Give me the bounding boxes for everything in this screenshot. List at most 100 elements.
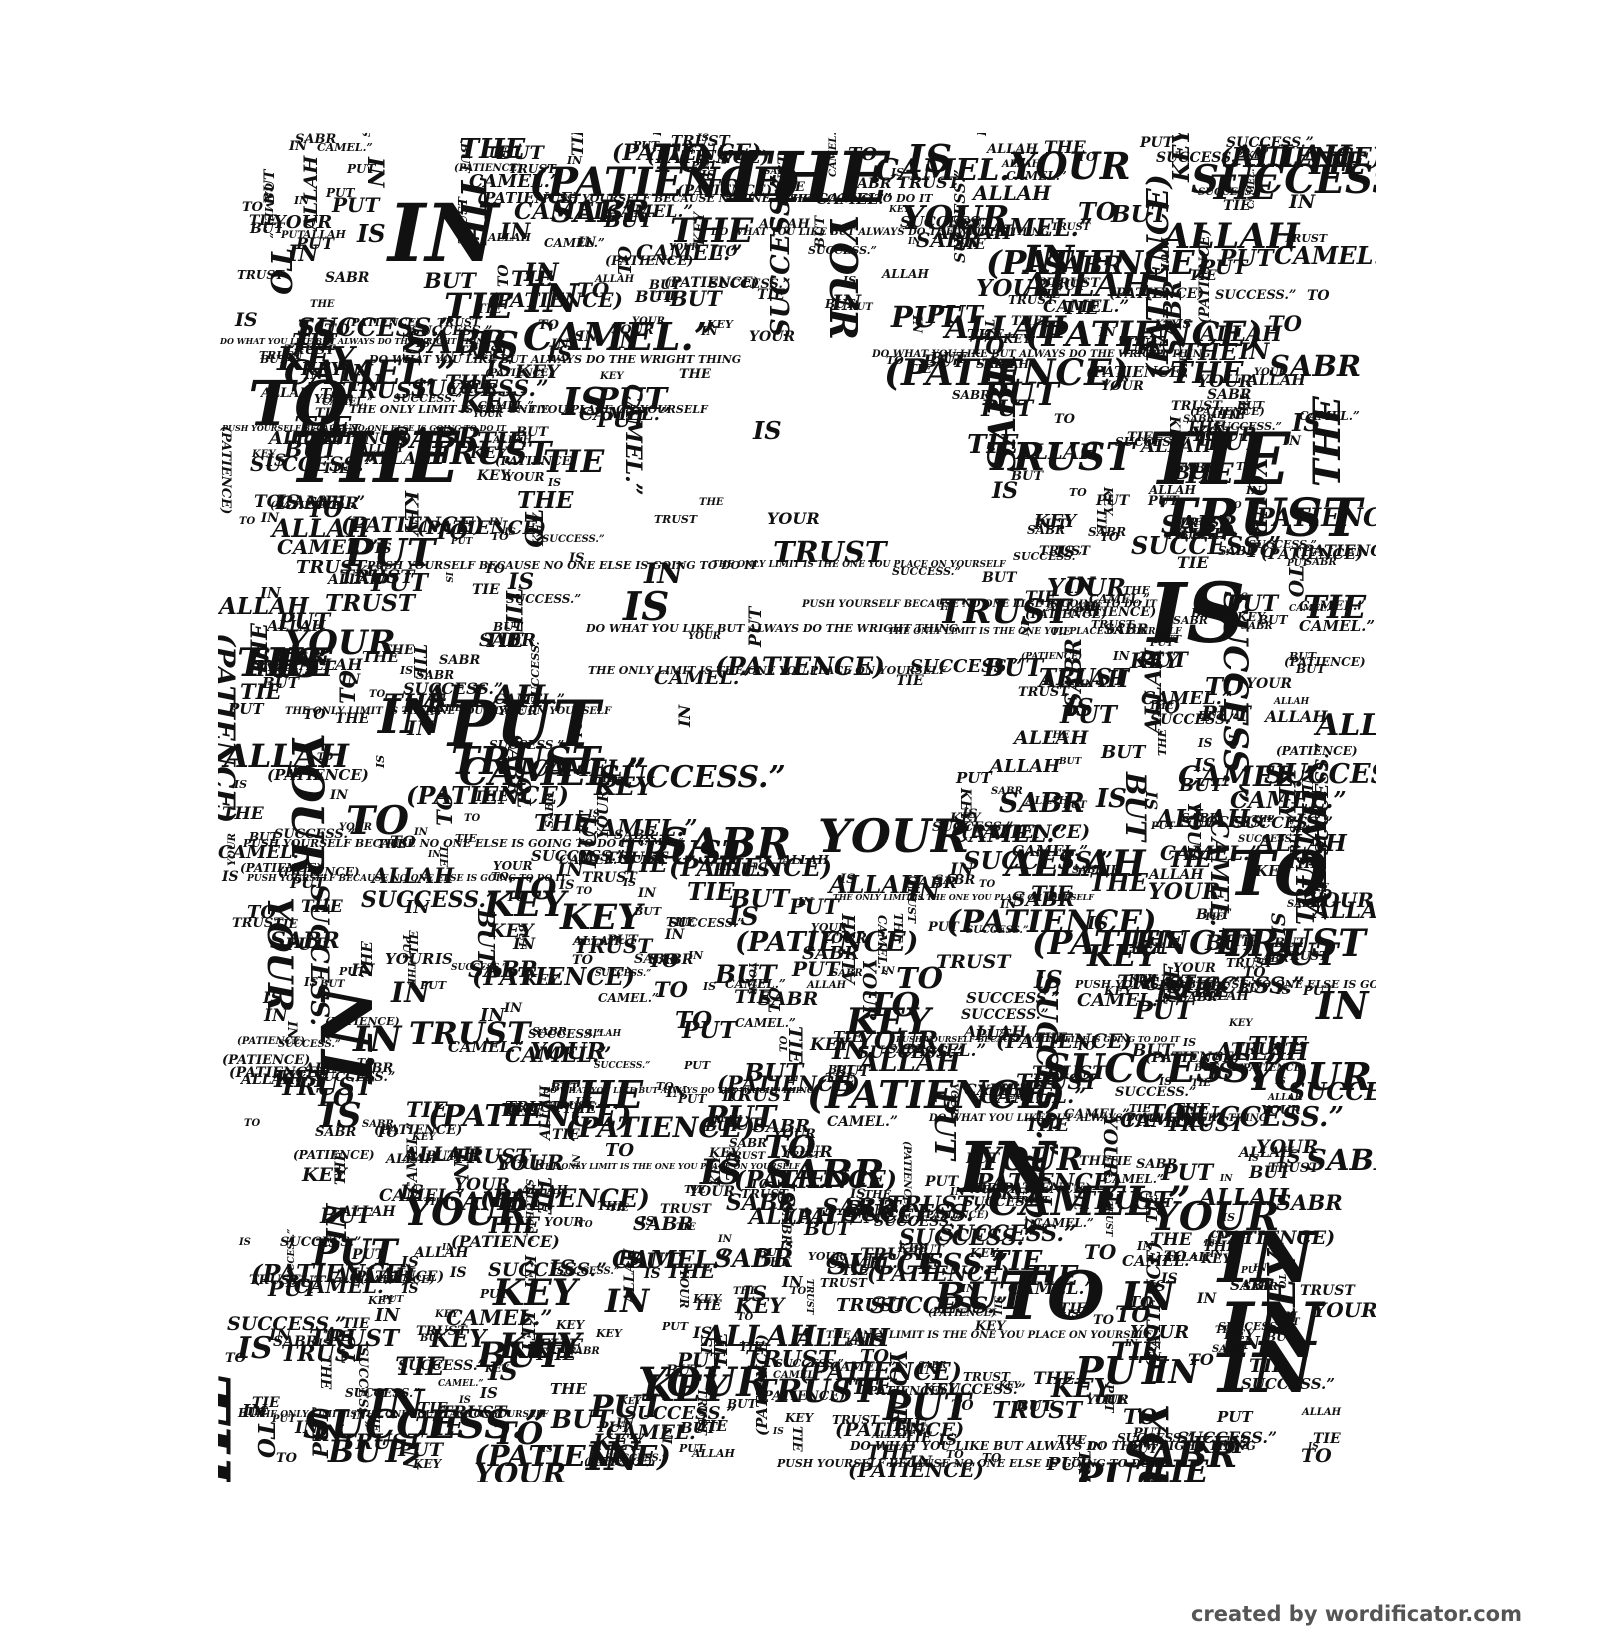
art-word: THE (699, 497, 724, 508)
art-word: ALLAH (986, 358, 1029, 371)
art-word: BUT (604, 208, 654, 232)
art-word: PUT (268, 1276, 318, 1301)
art-word: CAMEL.” (598, 991, 659, 1005)
art-word: IS (644, 1266, 661, 1282)
art-word: TIE (1184, 518, 1202, 528)
art-word: YOUR (530, 1038, 606, 1065)
art-word: IN (1218, 1216, 1315, 1299)
art-word: THE (247, 623, 273, 677)
art-word: TIE (1177, 553, 1209, 572)
art-word: CAMEL.” (1299, 617, 1376, 635)
art-word: IN (578, 329, 598, 345)
art-word: TIE (967, 430, 1019, 460)
art-word: TO (1228, 837, 1329, 910)
art-word: TIE (395, 1352, 445, 1381)
art-word: THE (218, 1373, 244, 1482)
art-word: IS (1295, 810, 1322, 836)
art-word: TO (248, 367, 349, 440)
art-word: SABR (1243, 1280, 1278, 1293)
art-word: TRUST (1300, 1283, 1355, 1299)
art-word: TO (315, 1083, 354, 1112)
art-word: TIE (274, 917, 298, 931)
art-word: IN (313, 1421, 344, 1447)
art-word: KEY (692, 212, 708, 245)
art-word: CAMEL.” (1299, 409, 1360, 423)
art-word: CAMEL.” (816, 190, 893, 208)
art-word: KEY (709, 1146, 740, 1161)
art-word: ALLAH (488, 231, 531, 244)
art-word: TIE (1219, 408, 1245, 423)
art-word: PUT (285, 935, 326, 955)
art-word: SUCCESS.” (1115, 1085, 1197, 1100)
art-word: THE ONLY LIMIT IS THE ONE YOU PLACE ON Y… (285, 706, 612, 717)
art-word: (PATIENCE) (1238, 1063, 1306, 1074)
art-word: IS (618, 1248, 641, 1270)
art-word: THE (1149, 701, 1174, 712)
art-word: PUT (792, 957, 840, 981)
art-word: PUT (682, 1017, 737, 1044)
art-word: TO (848, 144, 878, 165)
art-word: TO (720, 1087, 745, 1105)
art-word: (PATIENCE) (612, 140, 762, 166)
art-word: TO (538, 318, 559, 333)
art-word: TO (506, 890, 527, 905)
art-word: TIE (1209, 168, 1277, 208)
art-word: SUCCESS.” (939, 1221, 1077, 1247)
art-word: IN (341, 360, 373, 387)
art-word: THE (1044, 138, 1086, 158)
art-word: ALLAH (1156, 804, 1250, 833)
art-word: PUT (382, 1295, 404, 1305)
art-word: PUT (332, 193, 380, 217)
art-word: IN (1153, 1352, 1199, 1391)
art-word: TO (491, 530, 509, 543)
art-word: IS (588, 809, 600, 820)
art-word: IS (640, 1214, 655, 1228)
art-word: IN (1000, 897, 1017, 911)
art-word: TRUST (1221, 921, 1366, 965)
art-word: IN (351, 961, 375, 981)
art-word: SUCCESS.” (411, 376, 549, 402)
art-word: TIE (240, 679, 282, 704)
art-word: PUT (633, 139, 660, 152)
art-word: CAMEL.” (581, 815, 698, 842)
art-word: THE (1057, 1433, 1087, 1447)
art-word: IN (1156, 981, 1187, 1007)
art-word: PUT (1060, 700, 1117, 729)
art-word: ALLAH (300, 155, 322, 230)
art-word: TIE (1118, 331, 1166, 360)
art-word: TO (369, 689, 386, 700)
art-word: IS (459, 1395, 471, 1406)
art-word: BUT (935, 1274, 1027, 1318)
art-word: IS (1204, 1239, 1215, 1249)
art-word: THE (1165, 457, 1234, 490)
art-word: IN (958, 1126, 1055, 1209)
art-word: THE (384, 689, 446, 718)
art-word: YOUR (227, 833, 238, 866)
art-word: THE (784, 192, 811, 205)
art-word: KEY (1051, 1374, 1112, 1404)
art-word: ALLAH (1316, 708, 1376, 743)
art-word: CAMEL.” (442, 1187, 569, 1216)
art-word: ALLAH (1014, 727, 1089, 749)
art-word: TO (867, 985, 921, 1024)
art-word: BUT (1198, 709, 1226, 722)
art-word: TIE (1305, 146, 1367, 182)
art-word: BUT (744, 1058, 804, 1087)
art-word: (PATIENCE) (1244, 503, 1376, 532)
art-word: THE (1025, 1115, 1070, 1136)
art-word: IS (235, 309, 258, 331)
art-word: TO (860, 1346, 890, 1367)
art-word: KEY (302, 1164, 347, 1186)
art-word: KEY (999, 1381, 1021, 1391)
art-word: IS (549, 1256, 576, 1282)
art-word: IN (718, 1234, 732, 1245)
art-word: DO WHAT YOU LIKE BUT ALWAYS DO THE WRIGH… (872, 349, 1211, 360)
art-word: PUT (1217, 1408, 1253, 1426)
art-word: THE (474, 789, 509, 805)
art-word: PUT (420, 979, 447, 992)
art-word: IS (237, 1331, 273, 1366)
art-word: BUT (670, 286, 722, 311)
art-word: IS (703, 980, 717, 993)
art-word: YOUR (773, 1127, 816, 1142)
art-word: TRUST (574, 934, 653, 958)
